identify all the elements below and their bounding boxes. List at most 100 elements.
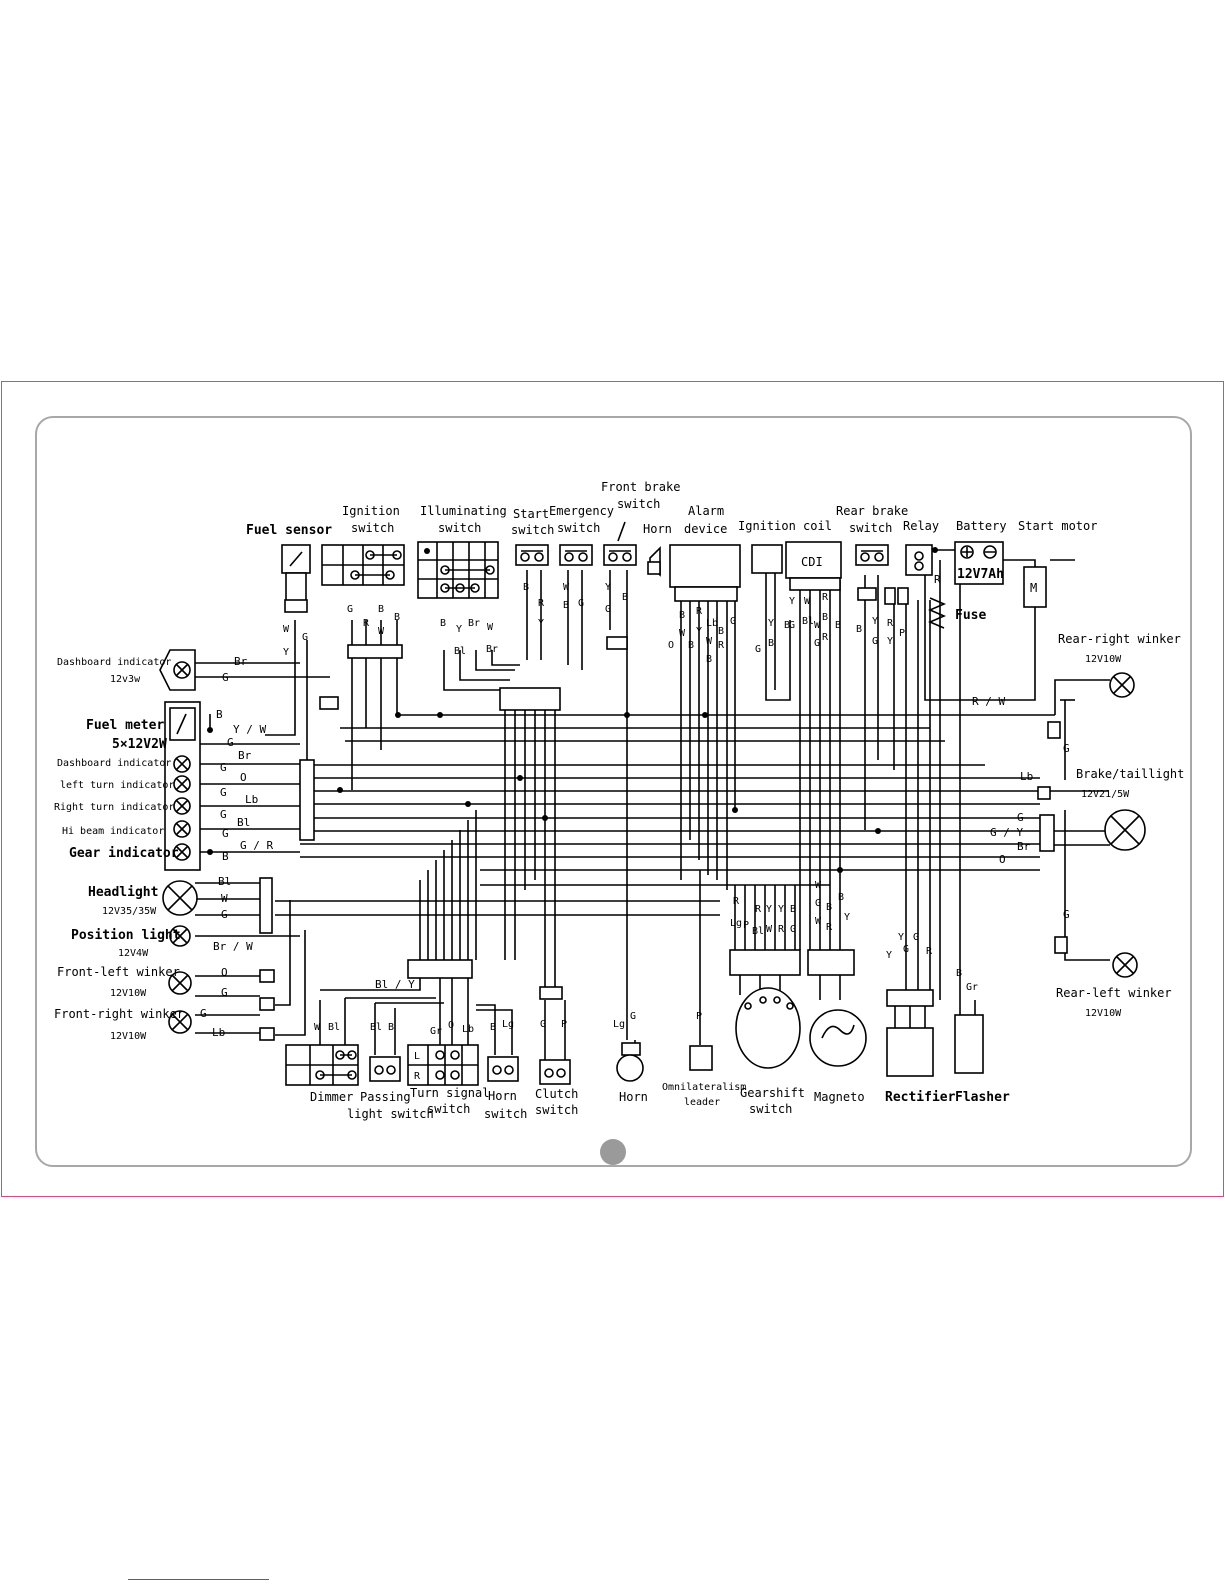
fuel-meter-label: Fuel meter [86, 718, 164, 733]
wire-label: G [755, 644, 761, 655]
wire-label: G / Y [990, 826, 1023, 839]
ignition-switch-label-1: Ignition [342, 504, 400, 518]
wire-label: P [696, 1011, 702, 1022]
wire-label: Bl [218, 875, 231, 888]
wire-label: G [220, 808, 227, 821]
wire-label: G [578, 598, 584, 609]
wire-label: B [768, 638, 774, 649]
rear-brake-switch-label-2: switch [849, 521, 892, 535]
horn-switch-label-1: Horn [488, 1089, 517, 1103]
wire-label: B [718, 626, 724, 637]
ignition-switch [321, 544, 405, 659]
horn-bottom-label: Horn [619, 1090, 648, 1104]
fuel-meter-rating: 5×12V2W [112, 737, 167, 752]
position-light-label: Position light [71, 928, 181, 943]
wire-label: Lg [613, 1019, 625, 1030]
ignition-switch-label-2: switch [351, 521, 394, 535]
wire-label: Br [468, 618, 480, 629]
wire-label: B [388, 1022, 394, 1033]
wire-label: O [999, 853, 1006, 866]
wire-label: B [394, 612, 400, 623]
wire-label: Br [1017, 840, 1031, 853]
wire-label: W [563, 582, 570, 593]
illuminating-switch [417, 541, 499, 599]
front-right-winker-lamp [168, 997, 275, 1041]
wire-label: G [790, 924, 796, 935]
fuse [927, 597, 947, 629]
ignition-coil-label: Ignition coil [738, 519, 832, 533]
wire-label: B [784, 620, 790, 631]
wire-label: B [826, 902, 832, 913]
wire-label: Br [234, 655, 248, 668]
front-left-winker-label: Front-left winker [57, 965, 180, 979]
wire-label: W [221, 892, 228, 905]
horn-switch-label-2: switch [484, 1107, 527, 1121]
wire-label: Lb [706, 618, 718, 629]
wire-label: B [838, 892, 844, 903]
omnilateral-leader-label-2: leader [684, 1097, 720, 1108]
wire-label: Bl [752, 926, 764, 937]
wire-label: O [221, 966, 228, 979]
wire-label: B [222, 850, 229, 863]
wire-label: Lg [502, 1019, 514, 1030]
wire-label: O [240, 771, 247, 784]
wire-label: P [743, 920, 749, 931]
wire-label: Gr [430, 1026, 442, 1037]
wire-label: G [220, 786, 227, 799]
alarm-device [669, 544, 741, 602]
fuel-sensor [281, 544, 311, 613]
start-switch-label-1: Start [513, 507, 549, 521]
wire-label: G [222, 671, 229, 684]
wire-label: G [913, 932, 919, 943]
position-light-rating: 12V4W [118, 948, 149, 959]
wire-label: G [872, 636, 878, 647]
gearshift-switch-body [729, 949, 801, 1069]
wire-label: Br / W [213, 940, 253, 953]
rear-left-winker-lamp [1054, 936, 1138, 978]
wire-label: B [856, 624, 862, 635]
gearshift-switch-label-2: switch [749, 1102, 792, 1116]
wire-label: W [283, 624, 290, 635]
wire-label: R / W [972, 695, 1005, 708]
wire-label: G [302, 632, 308, 643]
wire-label: Y [766, 904, 772, 915]
wire-label: G [220, 761, 227, 774]
horn-top [647, 546, 661, 577]
wire-label: Lg [730, 918, 742, 929]
wire-label: O [668, 640, 674, 651]
clutch-switch-box [539, 1059, 571, 1085]
wire-label: Y [538, 618, 544, 629]
wire-label: G [227, 736, 234, 749]
wire-label: G [630, 1011, 636, 1022]
omnilateral-leader-label-1: Omnilateralism [662, 1082, 746, 1093]
headlight-label: Headlight [88, 885, 158, 900]
rectifier-label: Rectifier [885, 1090, 956, 1105]
wire-label: B [563, 600, 569, 611]
position-light-lamp [169, 925, 191, 947]
front-left-winker-rating: 12V10W [110, 988, 147, 999]
wire-label: R [718, 640, 725, 651]
wire-label: G / R [240, 839, 273, 852]
wire-label: Y [886, 950, 892, 961]
front-brake-switch [603, 521, 637, 650]
ignition-coil [751, 541, 842, 591]
wire-label: Y [844, 912, 850, 923]
wire-label: G [347, 604, 353, 615]
hi-beam-indicator-label: Hi beam indicator [62, 826, 164, 837]
wire-label: G [540, 1019, 546, 1030]
cdi-label: CDI [801, 555, 823, 569]
horn-switch-box [487, 1056, 519, 1082]
turn-signal-switch-box [407, 1044, 479, 1086]
turn-signal-switch-label-2: switch [427, 1102, 470, 1116]
flasher-label: Flasher [955, 1090, 1010, 1105]
wire-label: G [815, 898, 821, 909]
illuminating-switch-label-2: switch [438, 521, 481, 535]
brake-taillight-rating: 12V21/5W [1081, 789, 1130, 800]
wire-label: Lb [1020, 770, 1033, 783]
start-switch-label-2: switch [511, 523, 554, 537]
wire-label: Y [768, 618, 774, 629]
wire-label: W [314, 1022, 321, 1033]
rear-left-winker-label: Rear-left winker [1056, 986, 1172, 1000]
wire-label: W [706, 636, 713, 647]
wire-label: B [688, 640, 694, 651]
